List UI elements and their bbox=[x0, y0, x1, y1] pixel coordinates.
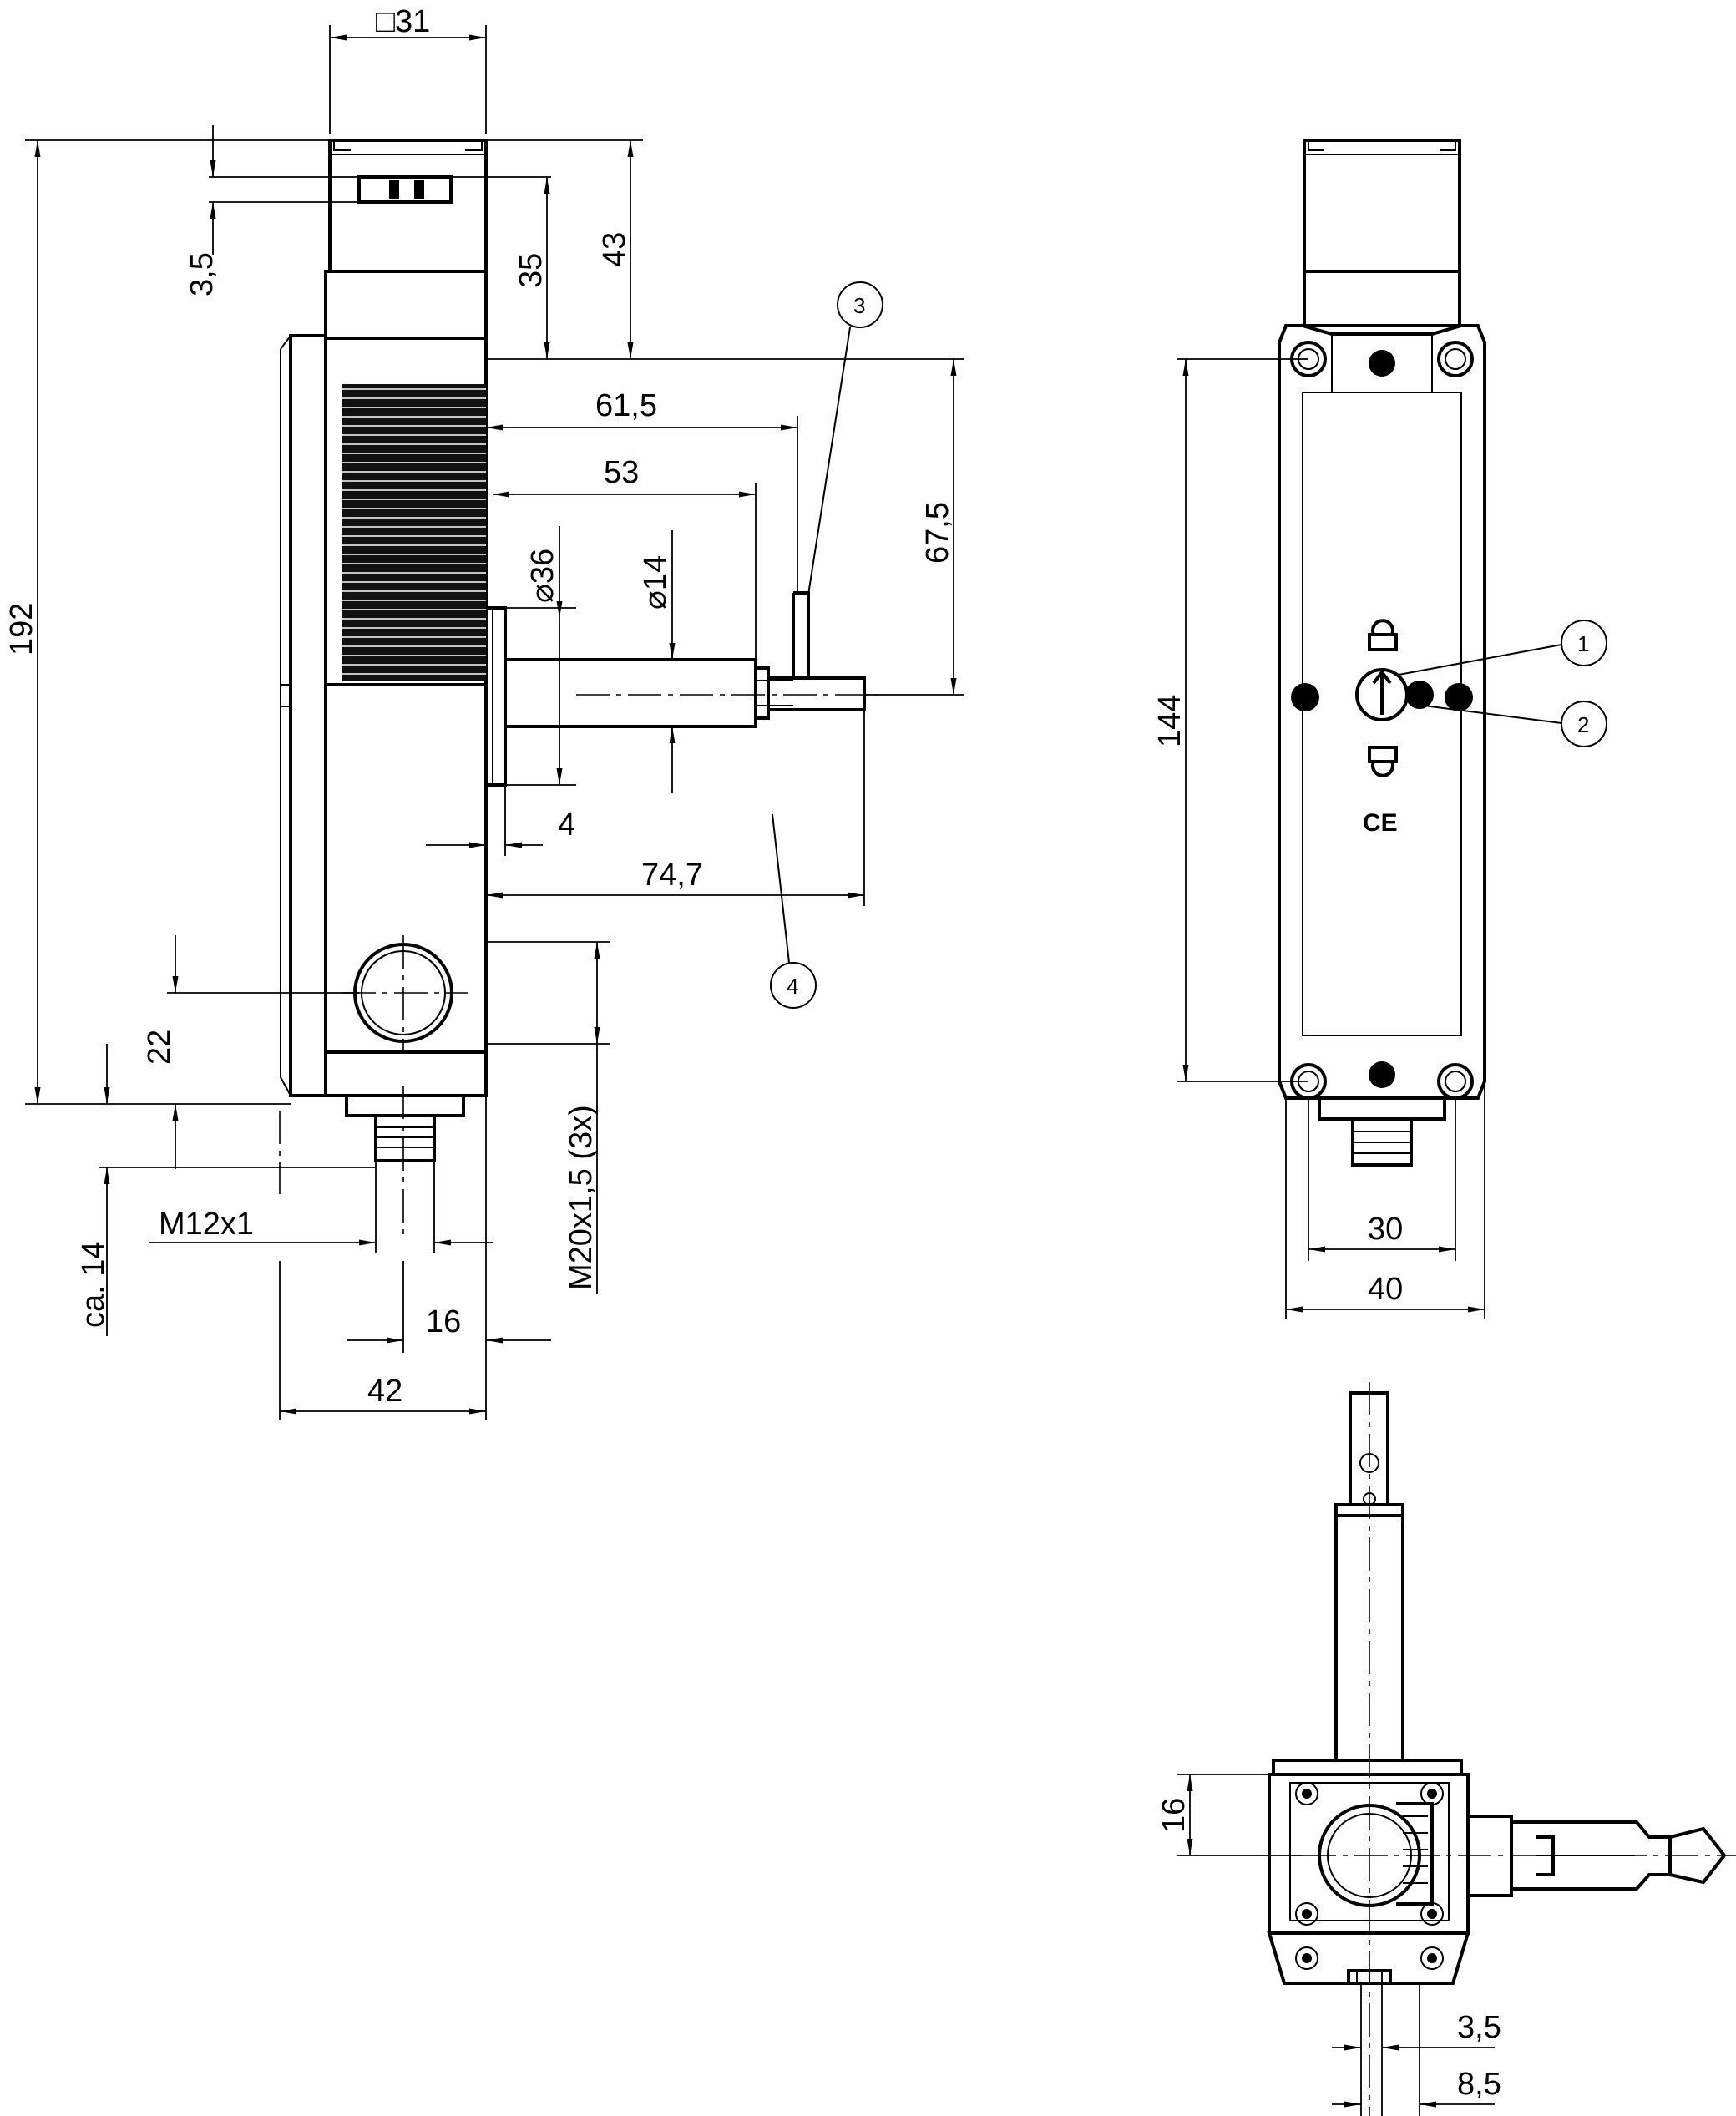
dim-4: 4 bbox=[558, 807, 575, 843]
top-view-centerlines bbox=[1303, 1382, 1736, 2116]
callout-2: 2 bbox=[1577, 712, 1589, 737]
dim-16-bottom: 16 bbox=[1156, 1798, 1192, 1833]
callout-3: 3 bbox=[853, 293, 865, 318]
dim-35: 35 bbox=[514, 253, 549, 288]
front-view bbox=[1278, 139, 1486, 1167]
top-view-dimensions bbox=[1177, 1774, 1495, 2116]
dim-ca-14: ca. 14 bbox=[76, 1241, 111, 1328]
dim-8-5: 8,5 bbox=[1457, 2067, 1501, 2102]
side-view-dimensions bbox=[25, 25, 964, 1420]
side-view bbox=[280, 139, 866, 1162]
top-view-screws bbox=[1295, 1782, 1444, 1970]
dim-3-5-bottom: 3,5 bbox=[1457, 2010, 1501, 2045]
dim-61-5: 61,5 bbox=[595, 388, 657, 423]
dim-30: 30 bbox=[1368, 1212, 1403, 1247]
dim-192: 192 bbox=[4, 603, 39, 656]
callout-4: 4 bbox=[787, 974, 798, 999]
callout-group-side bbox=[770, 281, 883, 1009]
dim-144: 144 bbox=[1152, 695, 1187, 747]
ribbed-area bbox=[342, 384, 486, 681]
callout-labels: 1 2 3 4 bbox=[787, 293, 1589, 999]
dim-74-7: 74,7 bbox=[641, 858, 703, 893]
dim-dia-14: ⌀14 bbox=[638, 555, 673, 610]
top-view bbox=[1267, 1391, 1727, 1985]
dim-22: 22 bbox=[142, 1030, 177, 1065]
ce-mark: CE bbox=[1363, 809, 1398, 837]
dim-53: 53 bbox=[604, 455, 639, 490]
dim-m20x1-5: M20x1,5 (3x) bbox=[564, 1105, 599, 1290]
side-view-centerlines bbox=[279, 694, 877, 1236]
dim-42: 42 bbox=[367, 1374, 402, 1409]
dim-3-5-top: 3,5 bbox=[185, 252, 220, 296]
dimension-labels: □31 3,5 35 43 192 61,5 53 67,5 ⌀36 ⌀14 4… bbox=[4, 4, 1501, 2102]
front-view-dimensions bbox=[1177, 358, 1607, 1319]
dim-m12x1: M12x1 bbox=[159, 1207, 254, 1242]
dim-43: 43 bbox=[597, 232, 632, 267]
dim-67-5: 67,5 bbox=[920, 502, 955, 564]
dim-dia-36: ⌀36 bbox=[525, 549, 560, 603]
dim-square-31: □31 bbox=[376, 4, 430, 39]
callout-1: 1 bbox=[1577, 631, 1589, 656]
dim-16-side: 16 bbox=[426, 1304, 461, 1339]
dim-40: 40 bbox=[1368, 1272, 1403, 1307]
